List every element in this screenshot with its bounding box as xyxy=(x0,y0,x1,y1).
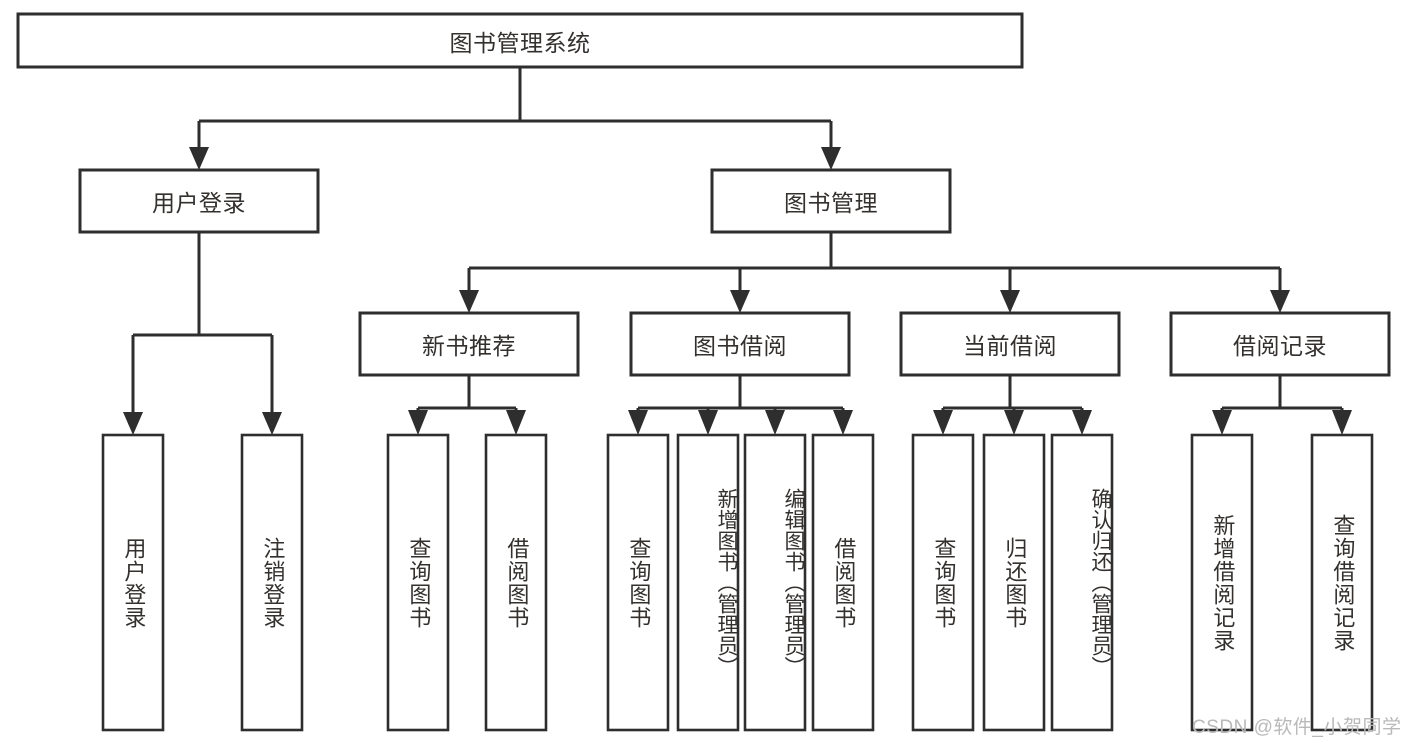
arrow-head-leaf-borrow-book-1 xyxy=(506,410,526,435)
arrow-head-leaf-add-borrow-record xyxy=(1212,410,1232,435)
node-box-leaf-borrow-book-2[interactable] xyxy=(811,433,875,732)
node-box-leaf-add-book-admin[interactable] xyxy=(676,433,740,732)
node-box-current-borrow[interactable] xyxy=(899,311,1121,377)
connector-group-borrow-record xyxy=(1212,375,1352,435)
arrow-head-leaf-logout xyxy=(262,412,282,435)
node-box-borrow-record[interactable] xyxy=(1169,311,1391,377)
arrow-head-leaf-return-book xyxy=(1004,410,1024,435)
csdn-watermark: CSDN @软件_小贺同学 xyxy=(1192,717,1402,738)
connector-group-user-login xyxy=(123,232,282,435)
arrow-head-leaf-query-book-3 xyxy=(933,410,953,435)
arrow-head-leaf-query-borrow-record xyxy=(1332,410,1352,435)
connector-group-book-borrow xyxy=(628,375,853,435)
arrow-head-user-login xyxy=(189,147,209,170)
arrow-head-borrow-record xyxy=(1270,290,1290,313)
node-box-leaf-add-borrow-record[interactable] xyxy=(1190,433,1254,732)
node-box-leaf-return-book[interactable] xyxy=(982,433,1046,732)
node-box-book-borrow[interactable] xyxy=(629,311,851,377)
node-box-book-manage[interactable] xyxy=(710,168,952,234)
node-box-leaf-query-borrow-record[interactable] xyxy=(1310,433,1374,732)
node-box-leaf-query-book-3[interactable] xyxy=(911,433,975,732)
node-box-root[interactable] xyxy=(16,12,1024,69)
node-box-leaf-query-book-1[interactable] xyxy=(386,433,450,732)
arrow-head-book-borrow xyxy=(730,290,750,313)
node-box-leaf-user-login[interactable] xyxy=(101,433,165,732)
connector-group-root xyxy=(189,67,841,170)
arrow-head-new-book-recommend xyxy=(459,290,479,313)
arrow-head-leaf-query-book-1 xyxy=(408,410,428,435)
node-box-leaf-logout[interactable] xyxy=(240,433,304,732)
connector-group-book-manage xyxy=(459,232,1290,313)
arrow-head-leaf-confirm-return-admin xyxy=(1072,410,1092,435)
node-box-leaf-query-book-2[interactable] xyxy=(606,433,670,732)
node-box-leaf-confirm-return-admin[interactable] xyxy=(1050,433,1114,732)
arrow-head-leaf-edit-book-admin xyxy=(765,410,785,435)
arrow-head-leaf-query-book-2 xyxy=(628,410,648,435)
arrow-head-leaf-borrow-book-2 xyxy=(833,410,853,435)
arrow-head-leaf-add-book-admin xyxy=(698,410,718,435)
arrow-head-leaf-user-login xyxy=(123,412,143,435)
node-box-leaf-borrow-book-1[interactable] xyxy=(484,433,548,732)
node-box-user-login[interactable] xyxy=(78,168,320,234)
connector-group-current-borrow xyxy=(933,375,1092,435)
arrow-head-book-manage xyxy=(821,147,841,170)
node-box-new-book-recommend[interactable] xyxy=(358,311,580,377)
arrow-head-current-borrow xyxy=(1000,290,1020,313)
node-box-leaf-edit-book-admin[interactable] xyxy=(743,433,807,732)
connector-group-new-book-recommend xyxy=(408,375,526,435)
